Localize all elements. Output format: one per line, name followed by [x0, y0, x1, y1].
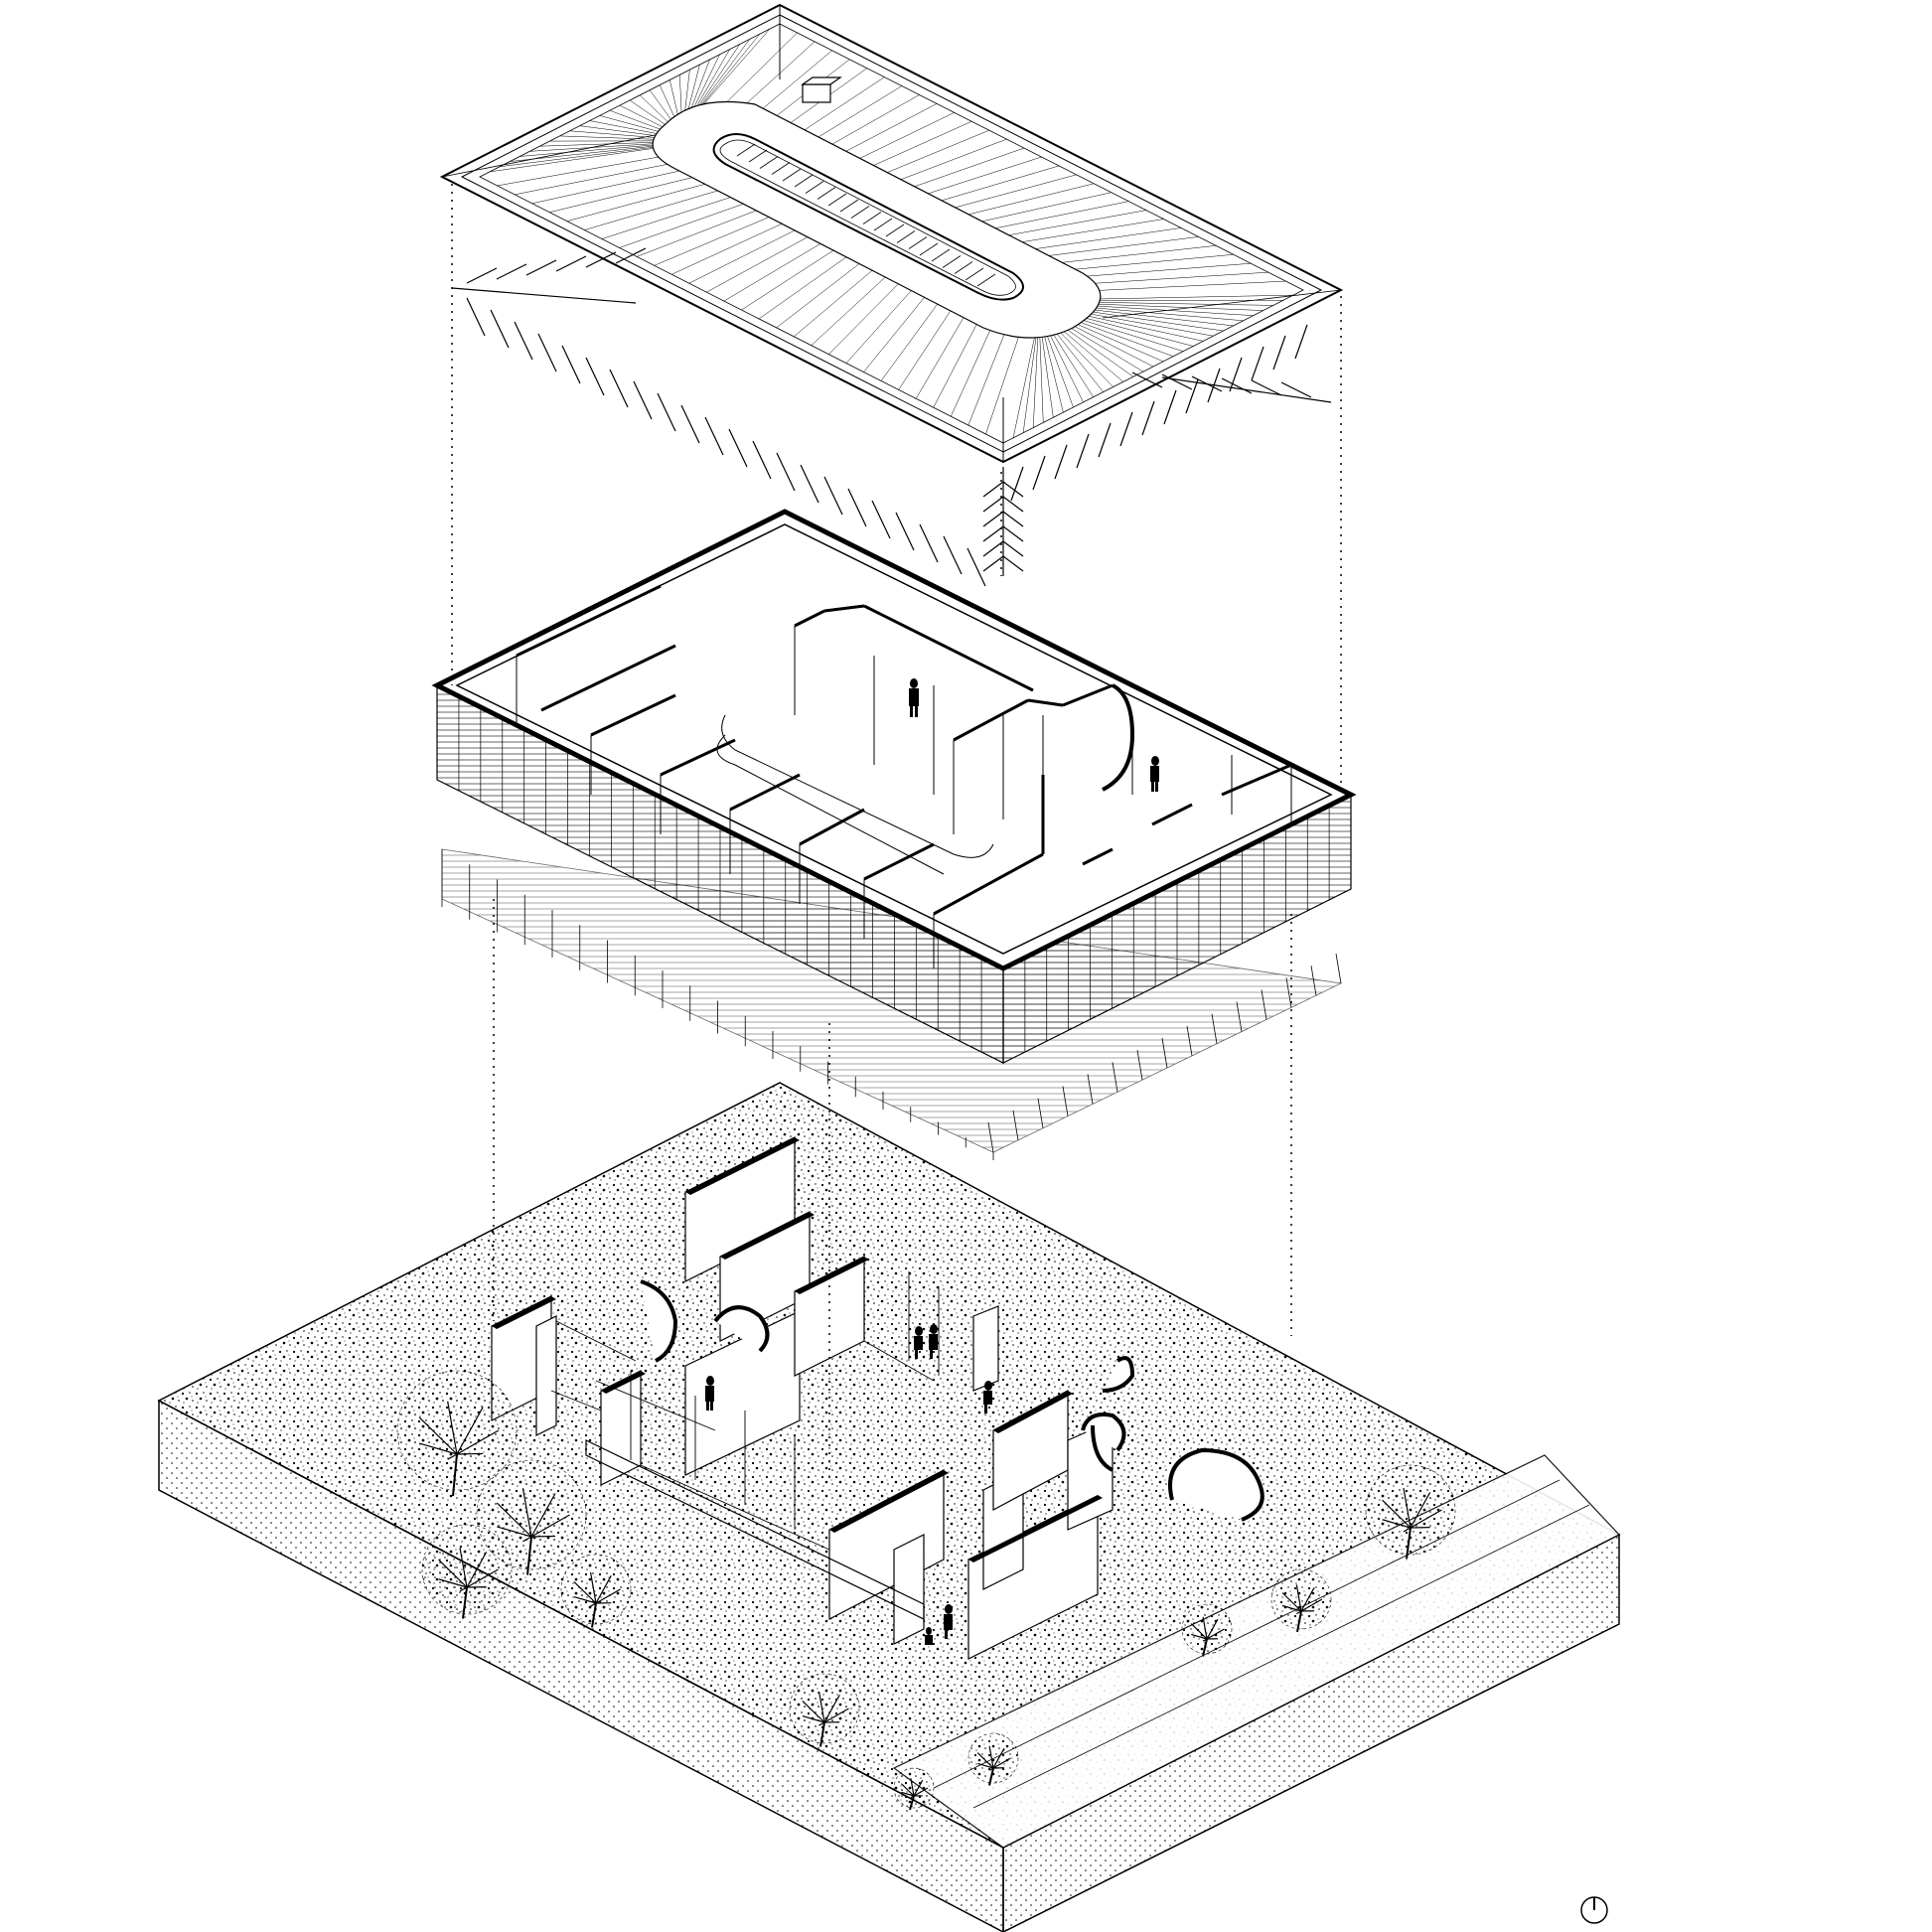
ground-glazing [550, 1271, 940, 1551]
ground-curved-walls [640, 1279, 1264, 1522]
ground-wall-caps [492, 1137, 1103, 1562]
tree-icon [396, 1370, 518, 1497]
tree-icon [1181, 1603, 1233, 1657]
skylight [712, 133, 1024, 301]
upper-figures [909, 678, 1159, 792]
north-arrow-icon [1580, 1896, 1608, 1924]
tree-icon [421, 1524, 513, 1619]
site-path [892, 1454, 1620, 1849]
upper-floor-slab-top [431, 509, 1357, 971]
skylight-ring [652, 101, 1102, 339]
tree-icon [789, 1673, 860, 1747]
tree-icons [396, 1370, 1456, 1811]
roof-beams [451, 247, 1332, 587]
roof-chimney [802, 83, 831, 103]
upper-partitions [516, 626, 1292, 968]
ground-figures [705, 1324, 992, 1645]
ground-walls [491, 1136, 1114, 1660]
tree-icon [1365, 1464, 1456, 1560]
ground-layer [157, 184, 1621, 1932]
tree-icon [476, 1459, 587, 1575]
roof-layer [439, 3, 1344, 464]
tree-icon [560, 1554, 632, 1628]
tree-icon [893, 1767, 935, 1811]
tree-icon [967, 1732, 1019, 1786]
projection-lines [451, 184, 1342, 1480]
upper-interior-walls [516, 584, 1292, 916]
tree-icon [1270, 1568, 1332, 1633]
upper-floor-layer [431, 509, 1357, 1160]
